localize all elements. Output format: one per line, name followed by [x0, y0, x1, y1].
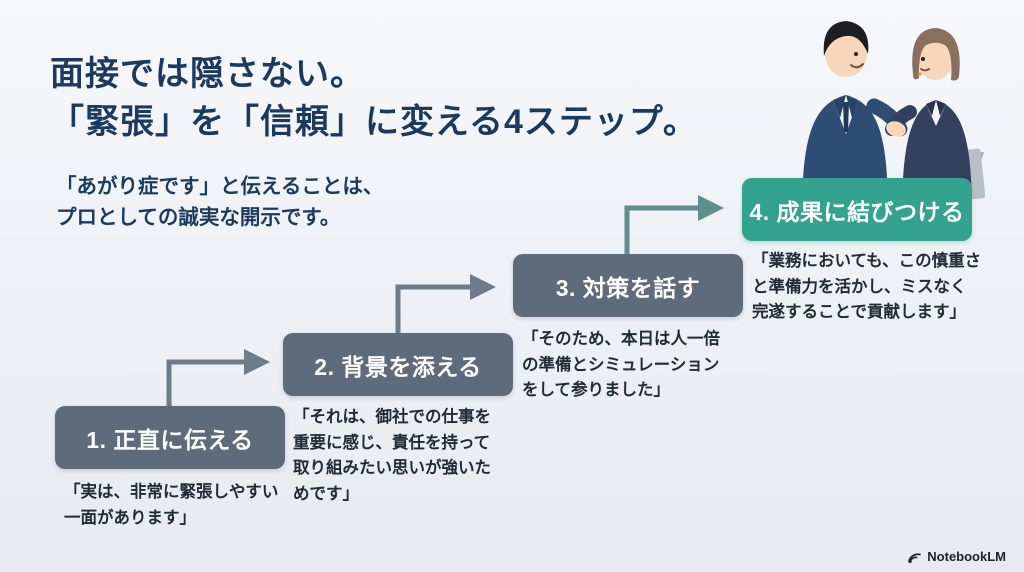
step-4-box: 4. 成果に結びつける: [742, 178, 972, 241]
notebooklm-watermark: NotebookLM: [907, 549, 1006, 564]
step-2-quote: 「それは、御社での仕事を 重要に感じ、責任を持って 取り組みたい思いが強いた め…: [293, 408, 491, 503]
page-title: 面接では隠さない。 「緊張」を「信頼」に変える4ステップ。: [50, 50, 698, 147]
step-arrow-1-icon: [166, 349, 270, 406]
title-line-2: 「緊張」を「信頼」に変える4ステップ。: [50, 103, 698, 142]
step-3-quote: 「そのため、本日は人一倍 の準備とシミュレーション をして参りました」: [522, 330, 720, 400]
step-3-box: 3. 対策を話す: [513, 254, 743, 317]
subtitle: 「あがり症です」と伝えることは、 プロとしての誠実な開示です。: [56, 172, 383, 234]
notebooklm-label: NotebookLM: [927, 549, 1006, 564]
step-1-quote: 「実は、非常に緊張しやすい 一面があります」: [64, 483, 279, 527]
clasped-hands: [886, 121, 906, 137]
step-4-quote: 「業務においても、この慎重さ と準備力を活かし、ミスなく 完遂することで貢献しま…: [752, 252, 982, 322]
subtitle-line-2: プロとしての誠実な開示です。: [56, 205, 341, 229]
step-arrow-2-icon: [395, 274, 496, 333]
subtitle-line-1: 「あがり症です」と伝えることは、: [56, 175, 384, 198]
title-line-1: 面接では隠さない。: [50, 55, 365, 93]
step-2-box: 2. 背景を添える: [283, 333, 513, 396]
notebooklm-logo-icon: [908, 552, 922, 563]
step-1-box: 1. 正直に伝える: [55, 406, 285, 469]
step-arrow-3-icon: [624, 195, 724, 254]
